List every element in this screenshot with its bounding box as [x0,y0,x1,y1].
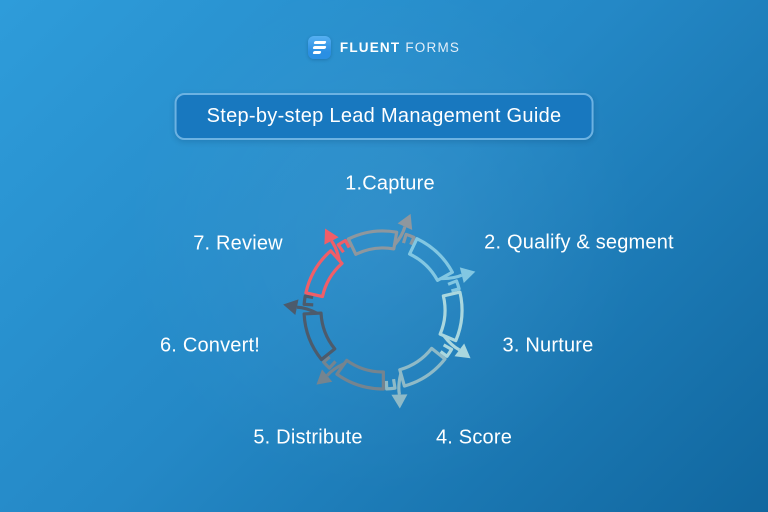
step-label-nurture: 3. Nurture [502,334,594,357]
segment-convert [280,290,338,367]
segment-capture [346,212,416,256]
fluent-forms-logo-icon [307,36,331,59]
step-label-review: 7. Review [193,232,283,255]
step-label-score: 4. Score [435,426,513,449]
title-banner: Step-by-step Lead Management Guide [174,93,594,140]
step-label-distribute: 5. Distribute [253,426,363,449]
segment-qualify-segment [403,221,480,302]
lead-cycle-diagram [280,212,486,414]
step-label-capture: 1.Capture [345,172,435,195]
fluent-forms-logo-text: FLUENT FORMS [340,40,460,55]
segment-review [284,224,361,304]
brand-name-light: FORMS [405,40,461,55]
step-label-qualify-segment: 2. Qualify & segment [484,231,674,254]
step-label-convert: 6. Convert! [159,334,261,357]
fluent-forms-logo: FLUENT FORMS [0,36,768,59]
segment-nurture [428,287,486,364]
brand-name-bold: FLUENT [339,40,401,55]
